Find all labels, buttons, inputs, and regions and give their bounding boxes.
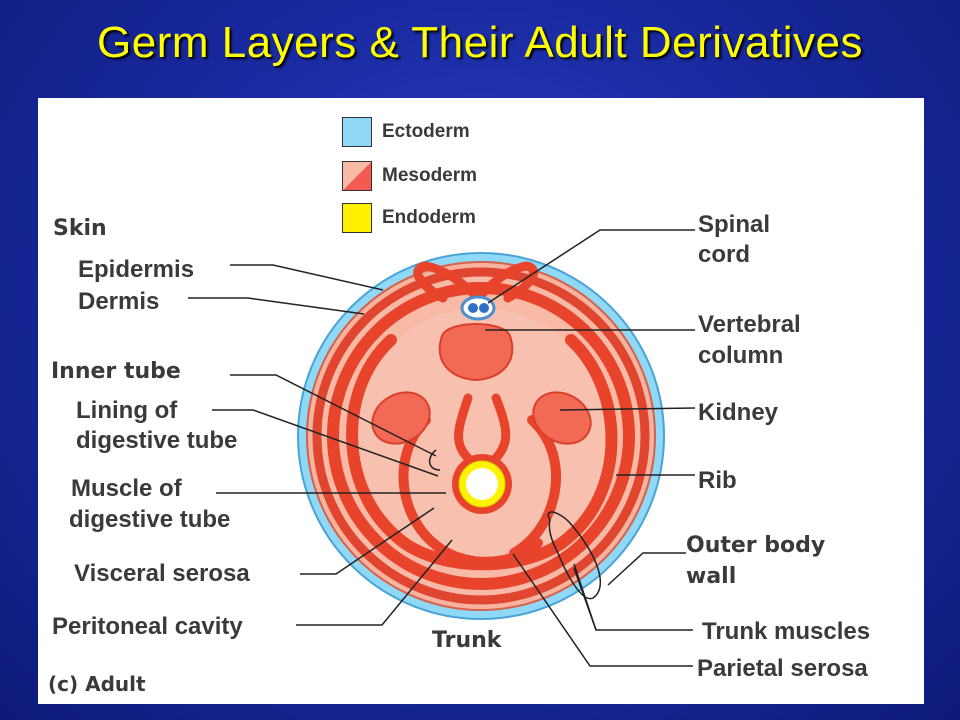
label-muscle-line2: digestive tube bbox=[69, 506, 231, 533]
label-dermis: Dermis bbox=[78, 288, 160, 315]
label-vertebral-line2: column bbox=[698, 342, 784, 369]
vertebral-column-shape bbox=[438, 323, 514, 382]
ectoderm-swatch bbox=[342, 117, 372, 147]
label-skin: Skin bbox=[53, 216, 107, 241]
digestive-lumen bbox=[466, 468, 498, 500]
vertebral-arches bbox=[413, 261, 538, 303]
mesentery-left bbox=[454, 393, 473, 463]
diagram-panel: Ectoderm Mesoderm Endoderm Skin Epidermi… bbox=[38, 98, 924, 704]
legend-mesoderm-label: Mesoderm bbox=[382, 165, 478, 186]
label-epidermis: Epidermis bbox=[78, 256, 195, 283]
endoderm-swatch bbox=[342, 203, 372, 233]
label-lining-line1: Lining of bbox=[76, 397, 178, 424]
legend-ectoderm-label: Ectoderm bbox=[382, 121, 470, 142]
mesoderm-swatch bbox=[342, 161, 372, 191]
label-outer-body-line2: wall bbox=[686, 564, 737, 589]
label-muscle-line1: Muscle of bbox=[71, 475, 182, 502]
label-visceral-serosa: Visceral serosa bbox=[74, 560, 250, 587]
rib-band bbox=[327, 282, 635, 590]
kidney-right bbox=[532, 391, 592, 445]
label-rib: Rib bbox=[698, 467, 737, 494]
label-trunk-muscles: Trunk muscles bbox=[702, 618, 871, 645]
label-parietal-serosa: Parietal serosa bbox=[697, 655, 868, 682]
label-inner-tube: Inner tube bbox=[51, 359, 181, 384]
caption-adult: (c) Adult bbox=[48, 672, 146, 696]
spinal-cord-right bbox=[479, 303, 489, 313]
label-peritoneal-cavity: Peritoneal cavity bbox=[52, 613, 243, 640]
label-kidney: Kidney bbox=[698, 399, 779, 426]
legend-endoderm-label: Endoderm bbox=[382, 207, 476, 228]
label-trunk: Trunk bbox=[432, 628, 502, 653]
body-cavity-area bbox=[353, 308, 609, 564]
outer-body-wall-outline bbox=[547, 511, 602, 600]
mesentery-right bbox=[491, 393, 511, 463]
label-lining-line2: digestive tube bbox=[76, 427, 238, 454]
cross-section-illustration bbox=[188, 229, 696, 667]
slide-title: Germ Layers & Their Adult Derivatives bbox=[97, 18, 863, 67]
leader-lines bbox=[188, 229, 696, 667]
label-spinal-line2: cord bbox=[698, 241, 751, 268]
inner-tube-outline bbox=[428, 449, 441, 471]
label-spinal-line1: Spinal bbox=[698, 211, 771, 238]
spinal-cord-left bbox=[468, 303, 478, 313]
label-outer-body-line1: Outer body bbox=[686, 533, 826, 558]
label-vertebral-line1: Vertebral bbox=[698, 311, 801, 338]
